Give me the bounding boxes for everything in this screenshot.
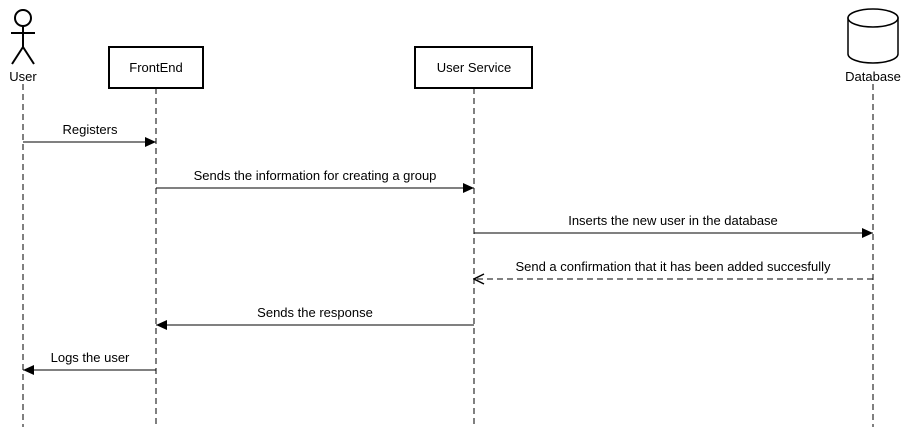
message-sends-response[interactable]: Sends the response xyxy=(156,305,474,330)
message-label: Send a confirmation that it has been add… xyxy=(515,259,831,274)
message-label: Sends the information for creating a gro… xyxy=(194,168,437,183)
message-label: Sends the response xyxy=(257,305,373,320)
participant-user-service[interactable]: User Service xyxy=(414,46,533,89)
participant-label-database: Database xyxy=(845,69,901,84)
actor-user[interactable]: User xyxy=(9,9,37,84)
database-icon xyxy=(847,8,899,64)
participant-database[interactable]: Database xyxy=(845,8,901,84)
message-registers[interactable]: Registers xyxy=(23,122,156,147)
participant-label-user-service: User Service xyxy=(437,60,511,75)
message-sends-information[interactable]: Sends the information for creating a gro… xyxy=(156,168,474,193)
message-logs-user[interactable]: Logs the user xyxy=(23,350,156,375)
participant-frontend[interactable]: FrontEnd xyxy=(108,46,204,89)
participant-label-frontend: FrontEnd xyxy=(129,60,182,75)
message-label: Registers xyxy=(63,122,118,137)
message-confirmation[interactable]: Send a confirmation that it has been add… xyxy=(474,259,873,279)
message-label: Inserts the new user in the database xyxy=(568,213,778,228)
actor-icon xyxy=(11,9,35,65)
message-inserts-user[interactable]: Inserts the new user in the database xyxy=(474,213,873,238)
participant-label-user: User xyxy=(9,69,37,84)
message-label: Logs the user xyxy=(51,350,130,365)
